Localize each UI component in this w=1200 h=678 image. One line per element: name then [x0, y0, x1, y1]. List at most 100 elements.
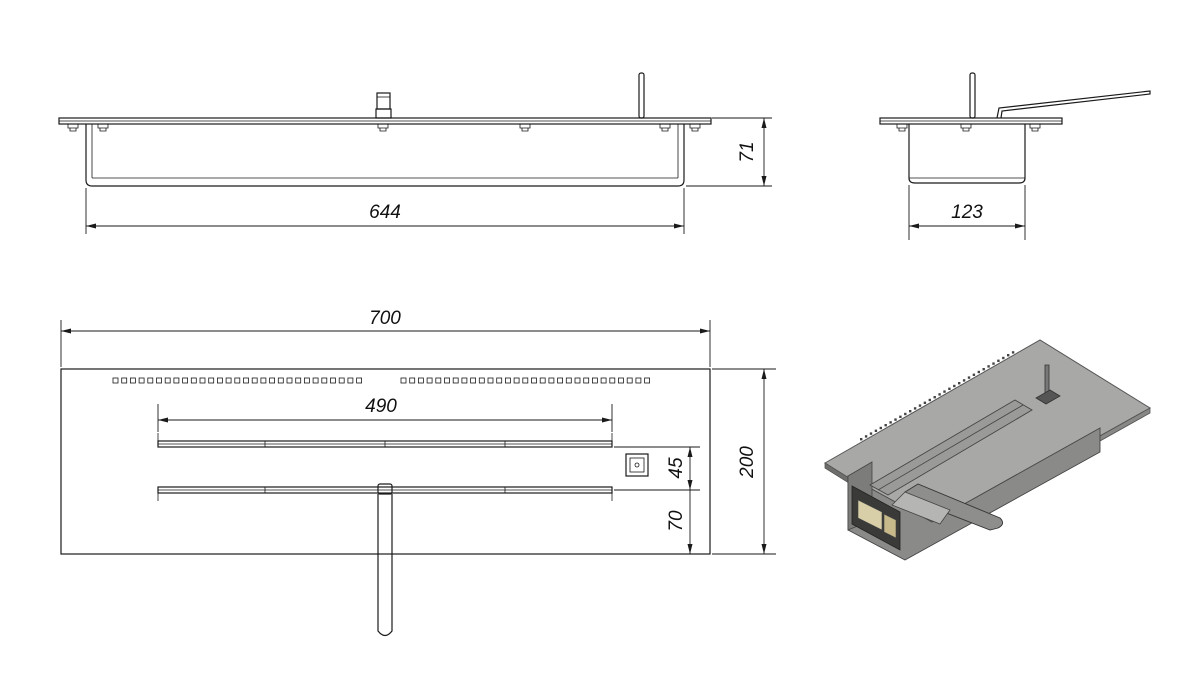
vent-hole: [156, 377, 162, 384]
iso-vent-hole: [879, 426, 882, 430]
iso-vent-hole: [987, 365, 990, 368]
vent-hole: [626, 377, 633, 384]
side-view: 123: [879, 72, 1151, 240]
iso-vent-hole: [923, 401, 927, 404]
top-plate-outline: [60, 368, 711, 555]
top-handle: [377, 483, 393, 637]
vent-hole: [426, 377, 433, 384]
iso-vent-hole: [869, 432, 873, 435]
vent-hole: [618, 377, 624, 384]
side-bolts: [896, 124, 1041, 132]
iso-vent-hole: [1002, 356, 1005, 360]
iso-vent-holes: [860, 351, 1015, 441]
iso-vent-hole: [962, 379, 966, 382]
iso-vent-hole: [874, 429, 878, 432]
dim-700: 700: [60, 308, 711, 367]
vent-hole: [121, 377, 128, 384]
vent-hole: [539, 377, 546, 384]
vent-hole: [513, 377, 520, 384]
vent-hole: [478, 377, 485, 384]
iso-vent-hole: [992, 362, 995, 365]
vent-hole: [583, 377, 590, 384]
vent-hole: [609, 377, 616, 384]
vent-hole: [251, 377, 258, 384]
vent-hole: [356, 377, 363, 384]
iso-vent-hole: [972, 373, 976, 376]
vent-hole: [574, 377, 581, 384]
vent-hole: [295, 377, 302, 384]
vent-hole: [400, 377, 407, 384]
vent-hole: [522, 377, 529, 384]
dim-644: 644: [85, 188, 685, 234]
dim-71: 71: [686, 117, 772, 187]
dim-label-slot-length: 490: [365, 396, 397, 417]
vent-hole: [190, 377, 197, 384]
vent-hole: [592, 377, 598, 384]
iso-vent-hole: [889, 421, 892, 424]
vent-holes-left: [112, 377, 363, 384]
dim-123: 123: [908, 185, 1026, 240]
iso-vent-hole: [977, 370, 980, 374]
vent-hole: [138, 377, 145, 384]
iso-vent-hole: [958, 382, 961, 385]
vent-hole: [444, 377, 450, 384]
vent-hole: [260, 377, 267, 384]
top-slot-rail-lower: [157, 486, 613, 501]
top-sensor: [625, 453, 649, 477]
iso-vent-hole: [1007, 354, 1010, 357]
vent-hole: [173, 377, 180, 384]
vent-hole: [557, 377, 563, 384]
dim-label-front-height: 71: [737, 141, 758, 162]
dim-45-70: 45 70: [614, 446, 700, 554]
vent-hole: [112, 377, 119, 384]
side-burner-body: [908, 124, 1026, 184]
vent-hole: [199, 377, 206, 384]
dim-label-side-depth: 123: [951, 202, 983, 223]
vent-hole: [461, 377, 468, 384]
vent-hole: [269, 377, 276, 384]
vent-hole: [208, 377, 215, 384]
vent-hole: [330, 377, 336, 384]
side-handle: [996, 90, 1151, 119]
iso-vent-hole: [943, 390, 946, 393]
side-rod: [969, 72, 976, 119]
vent-hole: [286, 377, 293, 384]
top-slot-rail-upper: [157, 433, 613, 448]
iso-vent-hole: [948, 387, 951, 390]
dim-label-total-width: 200: [737, 446, 758, 479]
vent-hole: [644, 377, 650, 384]
iso-vent-hole: [904, 412, 907, 416]
vent-hole: [303, 377, 310, 384]
vent-hole: [234, 377, 241, 384]
vent-hole: [147, 377, 154, 384]
vent-hole: [635, 377, 642, 384]
top-view: 700 490 45 70 200: [60, 308, 776, 637]
iso-vent-hole: [967, 376, 971, 379]
iso-vent-hole: [933, 396, 936, 399]
iso-vent-hole: [982, 368, 985, 371]
vent-hole: [470, 377, 477, 384]
vent-hole: [338, 377, 345, 384]
iso-vent-hole: [918, 404, 922, 407]
vent-hole: [531, 377, 537, 384]
vent-hole: [321, 377, 328, 384]
vent-hole: [600, 377, 607, 384]
iso-vent-hole: [909, 410, 912, 413]
vent-hole: [504, 377, 511, 384]
vent-hole: [243, 377, 249, 384]
dim-label-offset: 70: [666, 510, 687, 532]
isometric-view: [824, 339, 1151, 561]
front-knob: [375, 92, 392, 119]
iso-vent-hole: [938, 393, 941, 396]
dim-label-slot-width: 45: [666, 457, 687, 479]
iso-vent-hole: [1011, 351, 1015, 354]
iso-vent-hole: [913, 407, 917, 410]
vent-hole: [182, 377, 189, 384]
vent-hole: [225, 377, 232, 384]
vent-hole: [435, 377, 442, 384]
front-rod: [638, 72, 645, 119]
vent-hole: [548, 377, 555, 384]
vent-hole: [487, 377, 494, 384]
dim-490: 490: [157, 396, 613, 432]
